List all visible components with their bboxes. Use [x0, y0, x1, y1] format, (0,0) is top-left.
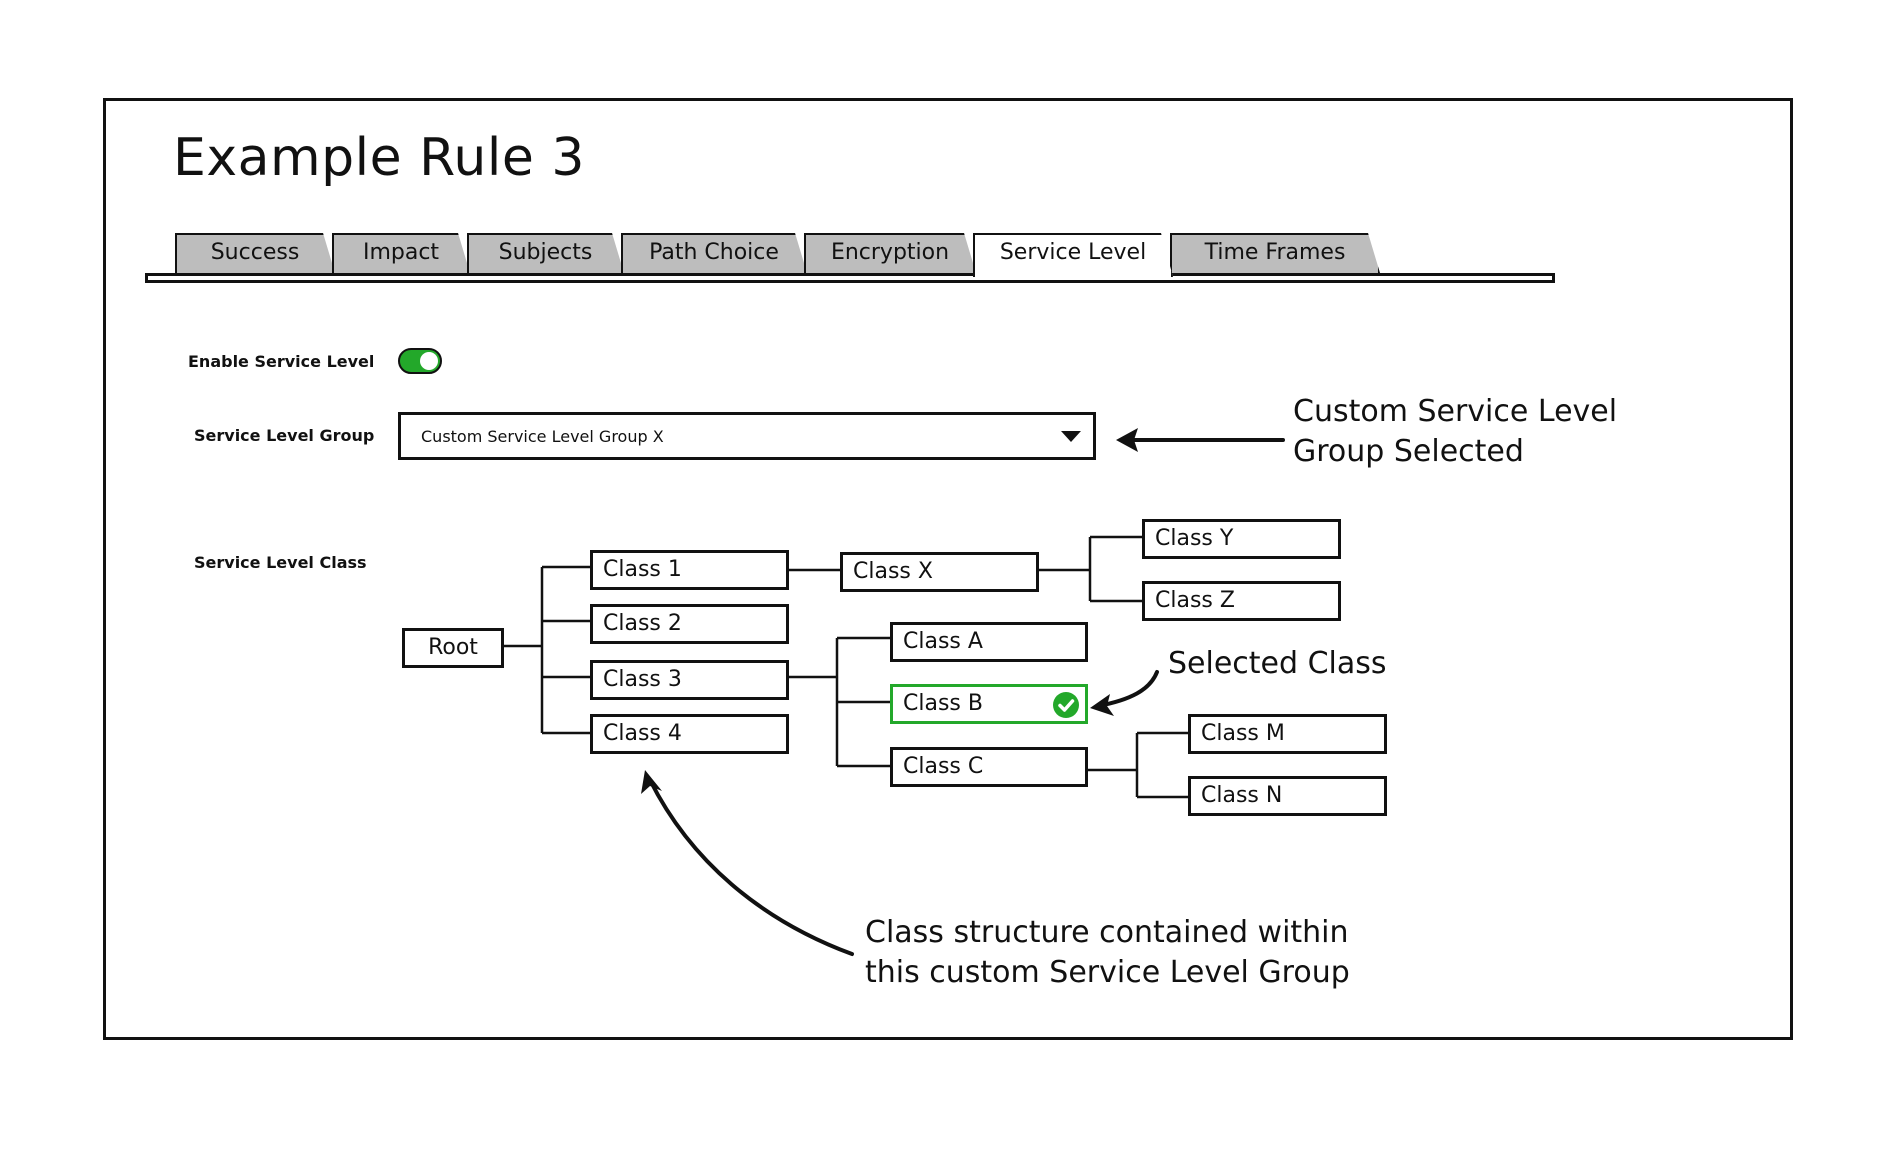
tree-node-class-c[interactable]: Class C [890, 747, 1088, 787]
service-level-class-label: Service Level Class [194, 553, 367, 572]
enable-service-level-toggle[interactable] [398, 348, 442, 374]
service-level-group-select[interactable]: Custom Service Level Group X [398, 412, 1096, 460]
tab-success[interactable]: Success [175, 233, 335, 273]
service-level-group-value: Custom Service Level Group X [421, 427, 664, 446]
tree-node-class-y[interactable]: Class Y [1142, 519, 1341, 559]
group-note-line-2: Group Selected [1293, 434, 1524, 469]
tree-node-class-a[interactable]: Class A [890, 622, 1088, 662]
tree-node-class-1[interactable]: Class 1 [590, 550, 789, 590]
group-selected-annotation: Custom Service Level Group Selected [1293, 392, 1617, 472]
chevron-down-icon[interactable] [1061, 431, 1081, 442]
check-circle-icon [1053, 692, 1079, 718]
structure-note-line-2: this custom Service Level Group [865, 955, 1350, 990]
tree-node-class-m[interactable]: Class M [1188, 714, 1387, 754]
tree-node-class-x[interactable]: Class X [840, 552, 1039, 592]
tab-bar [145, 273, 1555, 283]
tree-node-class-2[interactable]: Class 2 [590, 604, 789, 644]
enable-service-level-label: Enable Service Level [188, 352, 375, 371]
tree-node-class-b[interactable]: Class B [890, 684, 1088, 724]
tree-node-class-z[interactable]: Class Z [1142, 581, 1341, 621]
tree-node-class-n[interactable]: Class N [1188, 776, 1387, 816]
service-level-group-label: Service Level Group [194, 426, 375, 445]
mockup-frame [103, 98, 1793, 1040]
tab-time-frames[interactable]: Time Frames [1170, 233, 1380, 273]
tree-node-class-4[interactable]: Class 4 [590, 714, 789, 754]
structure-note-line-1: Class structure contained within [865, 915, 1349, 950]
tab-subjects[interactable]: Subjects [467, 233, 624, 273]
tab-service-level[interactable]: Service Level [973, 233, 1173, 277]
class-structure-annotation: Class structure contained within this cu… [865, 913, 1350, 993]
page-title: Example Rule 3 [173, 128, 585, 188]
tree-node-root[interactable]: Root [402, 628, 504, 668]
tab-encryption[interactable]: Encryption [804, 233, 976, 273]
toggle-knob [420, 352, 438, 370]
tree-node-class-3[interactable]: Class 3 [590, 660, 789, 700]
selected-class-annotation: Selected Class [1168, 646, 1387, 681]
group-note-line-1: Custom Service Level [1293, 394, 1618, 429]
tree-node-class-b-label: Class B [903, 691, 983, 716]
